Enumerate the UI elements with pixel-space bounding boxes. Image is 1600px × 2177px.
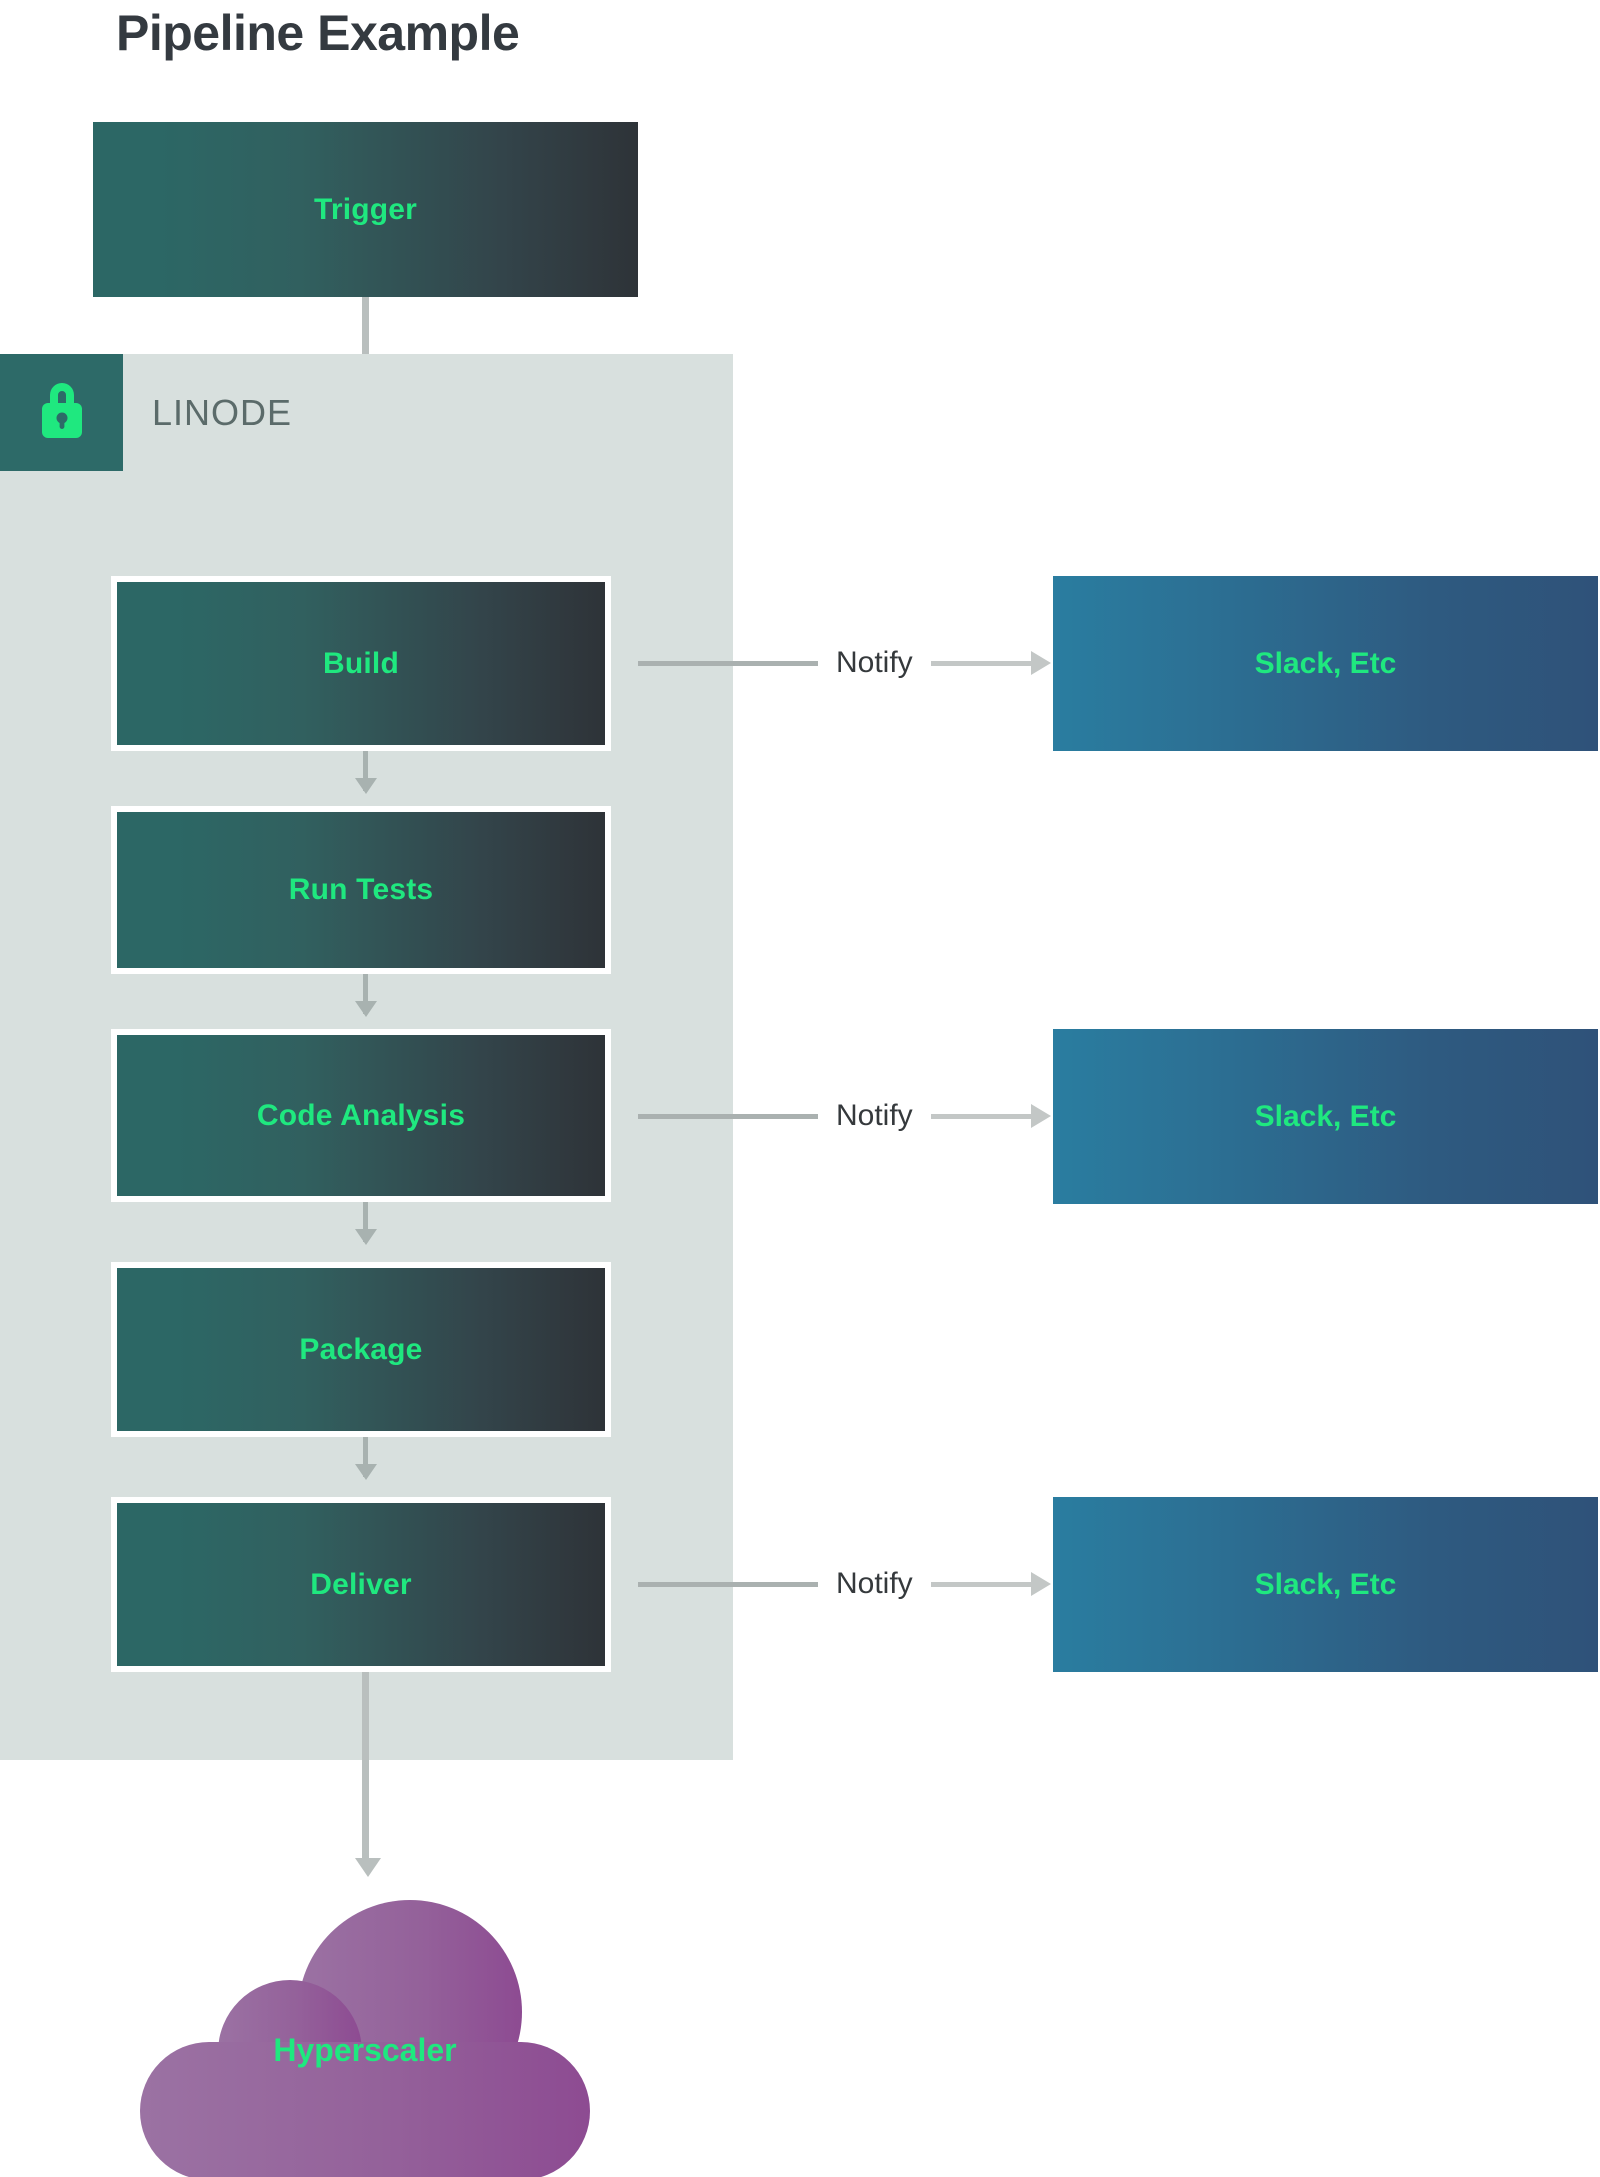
notify-edge-label: Notify: [836, 646, 913, 679]
notify-edge-label: Notify: [836, 1567, 913, 1600]
stage-box-code-analysis[interactable]: Code Analysis: [111, 1029, 611, 1202]
linode-zone-badge: [0, 354, 123, 471]
stage-box-trigger[interactable]: Trigger: [93, 122, 638, 297]
notify-target-label-2: Slack, Etc: [1254, 1099, 1397, 1133]
connector-build-to-runtests-arrowhead: [355, 778, 377, 794]
linode-zone-label: LINODE: [152, 392, 293, 433]
notify-line-left: [638, 1113, 818, 1119]
connector-build-to-runtests-line: [363, 751, 368, 791]
stage-box-run-tests[interactable]: Run Tests: [111, 806, 611, 974]
notify-arrowhead: [1030, 651, 1051, 675]
stage-box-deliver[interactable]: Deliver: [111, 1497, 611, 1672]
notify-line-left: [638, 1581, 818, 1587]
notify-target-label-1: Slack, Etc: [1254, 646, 1397, 680]
notify-line-right: [930, 1113, 1031, 1119]
notify-target-box-2[interactable]: Slack, Etc: [1053, 1029, 1598, 1204]
notify-edge-build: Notify: [638, 639, 1051, 687]
notify-edge-code-analysis: Notify: [638, 1092, 1051, 1140]
notify-line-left: [638, 660, 818, 666]
connector-codeanalysis-to-package-arrowhead: [355, 1229, 377, 1245]
connector-deliver-to-cloud-arrowhead: [355, 1858, 381, 1877]
connector-runtests-to-codeanalysis-line: [363, 974, 368, 1014]
notify-edge-deliver: Notify: [638, 1560, 1051, 1608]
connector-codeanalysis-to-package-line: [363, 1202, 368, 1242]
notify-arrowhead: [1030, 1572, 1051, 1596]
stage-box-package[interactable]: Package: [111, 1262, 611, 1437]
stage-label-package: Package: [299, 1332, 423, 1366]
connector-package-to-deliver-arrowhead: [355, 1464, 377, 1480]
cloud-label-hyperscaler: Hyperscaler: [273, 2032, 457, 2068]
notify-line-right: [930, 1581, 1031, 1587]
stage-label-code-analysis: Code Analysis: [256, 1098, 466, 1132]
connector-package-to-deliver-line: [363, 1437, 368, 1477]
connector-runtests-to-codeanalysis-arrowhead: [355, 1001, 377, 1017]
stage-box-build[interactable]: Build: [111, 576, 611, 751]
stage-label-deliver: Deliver: [310, 1567, 412, 1601]
page-title: Pipeline Example: [116, 5, 520, 61]
cloud-node-hyperscaler[interactable]: Hyperscaler: [140, 1890, 590, 2177]
connector-deliver-to-cloud-line: [362, 1672, 369, 1864]
notify-line-right: [930, 660, 1031, 666]
stage-label-run-tests: Run Tests: [288, 873, 434, 906]
notify-target-label-3: Slack, Etc: [1254, 1567, 1397, 1601]
stage-label-trigger: Trigger: [313, 192, 418, 226]
lock-icon: [32, 375, 92, 450]
notify-target-box-1[interactable]: Slack, Etc: [1053, 576, 1598, 751]
cloud-shape-icon: [140, 1900, 590, 2177]
notify-target-box-3[interactable]: Slack, Etc: [1053, 1497, 1598, 1672]
stage-label-build: Build: [323, 646, 399, 680]
notify-arrowhead: [1030, 1104, 1051, 1128]
notify-edge-label: Notify: [836, 1099, 913, 1132]
